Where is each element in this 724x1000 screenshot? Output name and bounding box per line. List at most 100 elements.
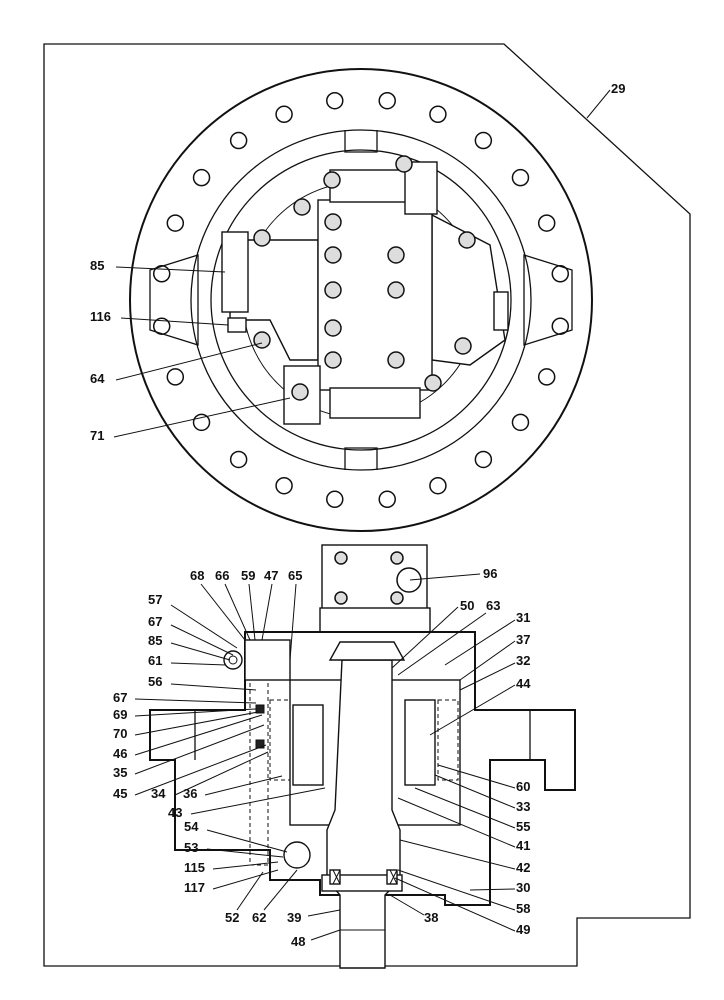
leader-line xyxy=(248,583,256,641)
top-slot xyxy=(344,130,378,153)
callout-65: 65 xyxy=(288,568,302,661)
leader-line xyxy=(113,397,291,438)
callout-label: 49 xyxy=(516,922,530,937)
leader-line xyxy=(261,583,273,641)
callout-115: 115 xyxy=(184,860,279,875)
callout-32: 32 xyxy=(459,653,530,691)
callout-label: 47 xyxy=(264,568,278,583)
callout-67: 67 xyxy=(148,614,234,656)
leader-line xyxy=(170,642,231,661)
leader-line xyxy=(586,89,611,119)
leader-line xyxy=(170,662,227,666)
side-plate xyxy=(493,291,509,331)
callout-label: 34 xyxy=(151,786,166,801)
leader-line xyxy=(307,909,341,917)
piston-left xyxy=(292,704,324,786)
callout-47: 47 xyxy=(261,568,278,641)
callout-58: 58 xyxy=(397,869,530,916)
callout-label: 85 xyxy=(90,258,104,273)
bolt-hole xyxy=(537,214,556,232)
left-lug xyxy=(149,254,199,346)
callout-55: 55 xyxy=(414,787,530,834)
callout-39: 39 xyxy=(287,909,341,925)
callout-label: 38 xyxy=(424,910,438,925)
valve-bolts xyxy=(253,155,476,401)
flange-inner-ring xyxy=(190,129,532,471)
bolt xyxy=(387,281,405,299)
bolt xyxy=(324,281,342,299)
callout-53: 53 xyxy=(184,840,284,858)
relief-valve-85 xyxy=(221,231,249,313)
bolt-hole xyxy=(378,490,396,509)
leader-line xyxy=(204,775,283,796)
leader-line xyxy=(409,573,481,581)
callout-label: 33 xyxy=(516,799,530,814)
callout-116: 116 xyxy=(90,309,229,326)
callout-label: 69 xyxy=(113,707,127,722)
callout-50: 50 xyxy=(391,598,474,669)
bearing-block xyxy=(321,874,403,892)
leader-line xyxy=(174,751,269,796)
callout-label: 55 xyxy=(516,819,530,834)
callout-label: 62 xyxy=(252,910,266,925)
bolt-hole xyxy=(229,450,248,469)
leader-line xyxy=(310,929,341,941)
bolt xyxy=(395,155,413,173)
leader-line xyxy=(115,342,263,381)
callout-label: 37 xyxy=(516,632,530,647)
leader-line xyxy=(190,787,326,815)
right-lug xyxy=(523,254,573,346)
callout-label: 59 xyxy=(241,568,255,583)
bolt xyxy=(387,246,405,264)
bolt xyxy=(323,171,341,189)
bolt xyxy=(293,198,311,216)
callout-label: 67 xyxy=(148,614,162,629)
leader-line xyxy=(134,708,257,717)
callout-56: 56 xyxy=(148,674,257,691)
brake-ball xyxy=(283,841,311,869)
flange-left-step xyxy=(150,709,196,760)
callout-label: 50 xyxy=(460,598,474,613)
housing-section xyxy=(149,631,576,906)
port-fitting xyxy=(244,639,291,681)
spring-right xyxy=(437,699,459,781)
valve-cap-bottom xyxy=(329,387,421,419)
callout-label: 96 xyxy=(483,566,497,581)
callout-48: 48 xyxy=(291,929,341,949)
callout-label: 71 xyxy=(90,428,104,443)
callout-label: 58 xyxy=(516,901,530,916)
leader-line xyxy=(170,683,257,691)
leader-line xyxy=(134,714,263,756)
callout-label: 61 xyxy=(148,653,162,668)
leader-line xyxy=(289,583,297,661)
callout-label: 31 xyxy=(516,610,530,625)
manifold-base xyxy=(319,607,431,633)
leader-line xyxy=(429,684,516,736)
port-block xyxy=(227,317,247,333)
callout-59: 59 xyxy=(241,568,256,641)
callout-44: 44 xyxy=(429,676,531,736)
callout-38: 38 xyxy=(389,894,438,925)
callout-68: 68 xyxy=(190,568,246,641)
leader-line xyxy=(200,583,246,641)
callout-62: 62 xyxy=(252,869,298,925)
callout-label: 56 xyxy=(148,674,162,689)
callout-46: 46 xyxy=(113,714,263,761)
callout-71: 71 xyxy=(90,397,291,443)
leader-line xyxy=(212,861,279,870)
bolt-hole xyxy=(474,450,493,469)
leader-line xyxy=(391,606,459,669)
leader-line xyxy=(170,604,238,649)
bolt xyxy=(253,331,271,349)
callout-label: 32 xyxy=(516,653,530,668)
callout-label: 29 xyxy=(611,81,625,96)
top-view xyxy=(129,68,593,532)
leader-line xyxy=(206,829,288,853)
callout-label: 65 xyxy=(288,568,302,583)
leader-line xyxy=(170,624,234,656)
callout-60: 60 xyxy=(437,764,530,794)
callout-36: 36 xyxy=(183,775,283,801)
callout-label: 36 xyxy=(183,786,197,801)
leader-line xyxy=(397,797,516,848)
